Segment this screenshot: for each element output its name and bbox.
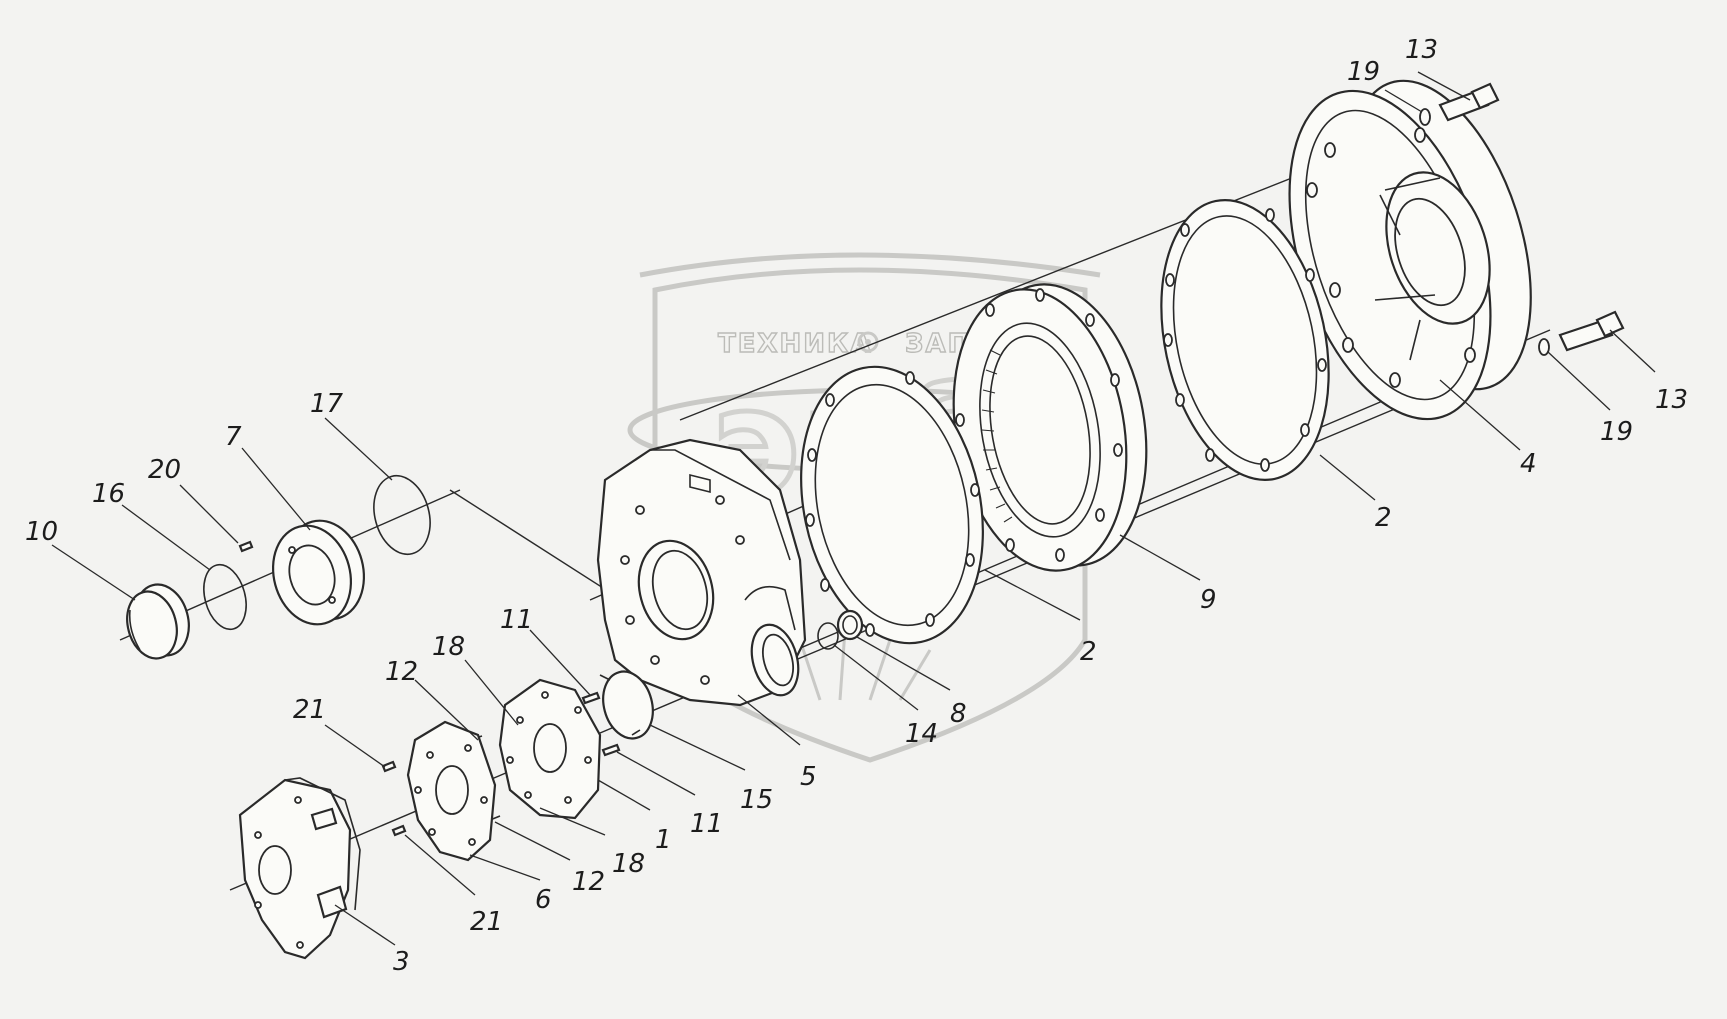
callout-21-lower: 21 [470, 907, 503, 937]
callout-1: 1 [655, 825, 672, 855]
part-1-pump-plate [498, 678, 602, 820]
callout-2-rear: 2 [1375, 503, 1392, 533]
callout-19-upper: 19 [1347, 57, 1380, 87]
part-3-pump-cover [238, 777, 361, 960]
part-19-washer-lower [1538, 338, 1550, 356]
callout-8: 8 [950, 699, 967, 729]
callout-20: 20 [148, 455, 181, 485]
part-17-gasket-ring [373, 474, 431, 556]
part-10-cap [126, 583, 190, 660]
callout-17: 17 [310, 389, 344, 419]
wheat-ear-icon [798, 629, 932, 701]
callout-5: 5 [800, 762, 817, 792]
part-13-bolt-upper [1438, 82, 1500, 122]
part-11-dowel-pin-lower [601, 743, 621, 757]
watermark-left-text: ТЕХНИКА [718, 329, 872, 359]
callout-3: 3 [393, 947, 410, 977]
part-8-plug [836, 609, 864, 641]
callout-13-upper: 13 [1405, 35, 1438, 65]
callout-16: 16 [92, 479, 125, 509]
callout-13-lower: 13 [1655, 385, 1688, 415]
callout-11-lower: 11 [690, 809, 723, 839]
part-11-dowel-pin-upper [581, 691, 601, 705]
part-15-sleeve [599, 670, 654, 740]
callout-12-lower: 12 [572, 867, 605, 897]
part-21-pin-upper [381, 760, 397, 773]
callout-12-upper: 12 [385, 657, 418, 687]
part-2-gasket-rear [1160, 199, 1330, 481]
plate-bolt-holes [506, 691, 592, 804]
callout-11-upper: 11 [500, 605, 533, 635]
part-19-washer-upper [1419, 108, 1431, 126]
callout-19-lower: 19 [1600, 417, 1633, 447]
callout-labels: 13 19 13 19 4 2 9 2 8 14 5 15 11 11 1 18… [25, 35, 1688, 977]
cover-bolt-holes [1306, 127, 1476, 388]
part-2-gasket-front [800, 365, 984, 645]
callout-leader-lines [51, 71, 1656, 946]
top-tangent-line [679, 154, 1351, 421]
part-16-seal-ring [203, 563, 247, 631]
part-20-pin [238, 540, 254, 553]
part-13-bolt-lower [1558, 310, 1625, 352]
callout-6: 6 [535, 885, 552, 915]
part-14-o-ring [817, 622, 839, 650]
callout-18-upper: 18 [432, 632, 465, 662]
part-9-ring-gear [952, 283, 1148, 572]
part-6-disc [406, 720, 497, 862]
callout-18-lower: 18 [612, 849, 645, 879]
callout-2-front: 2 [1080, 637, 1097, 667]
part-7-bearing-housing [271, 519, 366, 626]
disc-bolt-holes [414, 744, 488, 846]
callout-21-upper: 21 [293, 695, 326, 725]
callout-9: 9 [1200, 585, 1217, 615]
callout-10: 10 [25, 517, 58, 547]
gasket-rear-holes [1163, 208, 1327, 472]
part-21-pin-lower [391, 824, 407, 837]
gasket-front-holes [805, 371, 980, 637]
housing-bolt-holes [620, 495, 745, 685]
callout-4: 4 [1520, 449, 1537, 479]
pump-cover-holes [254, 796, 304, 949]
part-4-rear-cover [1288, 79, 1532, 421]
ring-gear-bolt-holes [985, 288, 1123, 562]
callout-14: 14 [905, 719, 938, 749]
part-5-housing [596, 438, 807, 707]
callout-7: 7 [225, 422, 242, 452]
callout-15: 15 [740, 785, 773, 815]
